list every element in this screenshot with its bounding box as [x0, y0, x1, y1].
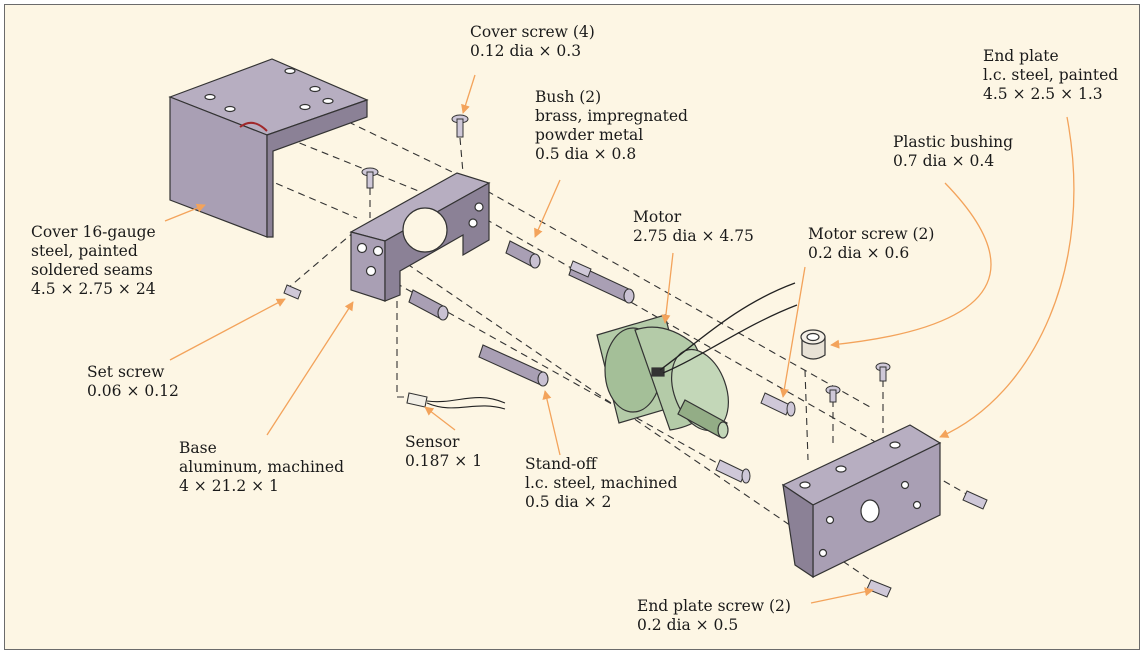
label-base: Base aluminum, machined 4 × 21.2 × 1 — [179, 439, 344, 495]
label-end-plate: End plate l.c. steel, painted 4.5 × 2.5 … — [983, 47, 1119, 103]
label-bush: Bush (2) brass, impregnated powder metal… — [535, 88, 688, 163]
motor-screw-2 — [715, 459, 751, 484]
bush-screw — [569, 260, 592, 278]
motor-screw — [760, 392, 796, 417]
set-screw — [283, 284, 302, 300]
cover-part — [168, 58, 369, 238]
label-set-screw: Set screw 0.06 × 0.12 — [87, 363, 179, 400]
label-end-plate-screw: End plate screw (2) 0.2 dia × 0.5 — [637, 597, 791, 634]
label-sensor: Sensor 0.187 × 1 — [405, 433, 483, 470]
end-plate-part — [781, 424, 942, 579]
label-motor-screw: Motor screw (2) 0.2 dia × 0.6 — [808, 225, 935, 262]
exploded-assembly-drawing — [164, 58, 1075, 604]
base-part — [349, 172, 491, 302]
end-plate-screw-right — [962, 490, 988, 510]
motor-part — [596, 282, 798, 439]
label-standoff: Stand-off l.c. steel, machined 0.5 dia ×… — [525, 455, 678, 511]
label-cover: Cover 16-gauge steel, painted soldered s… — [31, 223, 156, 298]
end-plate-top-screw-2 — [875, 362, 891, 382]
bush-part — [408, 240, 541, 321]
label-motor: Motor 2.75 dia × 4.75 — [633, 208, 754, 245]
end-plate-top-screw-1 — [825, 385, 841, 403]
label-cover-screw: Cover screw (4) 0.12 dia × 0.3 — [470, 23, 595, 60]
label-plastic-bushing: Plastic bushing 0.7 dia × 0.4 — [893, 133, 1014, 170]
leader-lines — [164, 74, 1075, 604]
sensor-part — [406, 392, 506, 410]
diagram-frame: Cover screw (4) 0.12 dia × 0.3 Bush (2) … — [4, 4, 1140, 650]
screw-parts — [283, 114, 988, 598]
plastic-bushing-part — [800, 329, 826, 360]
end-plate-screw-bottom — [866, 579, 892, 598]
cover-screw-top — [451, 114, 469, 138]
cover-screw-left — [361, 167, 379, 189]
